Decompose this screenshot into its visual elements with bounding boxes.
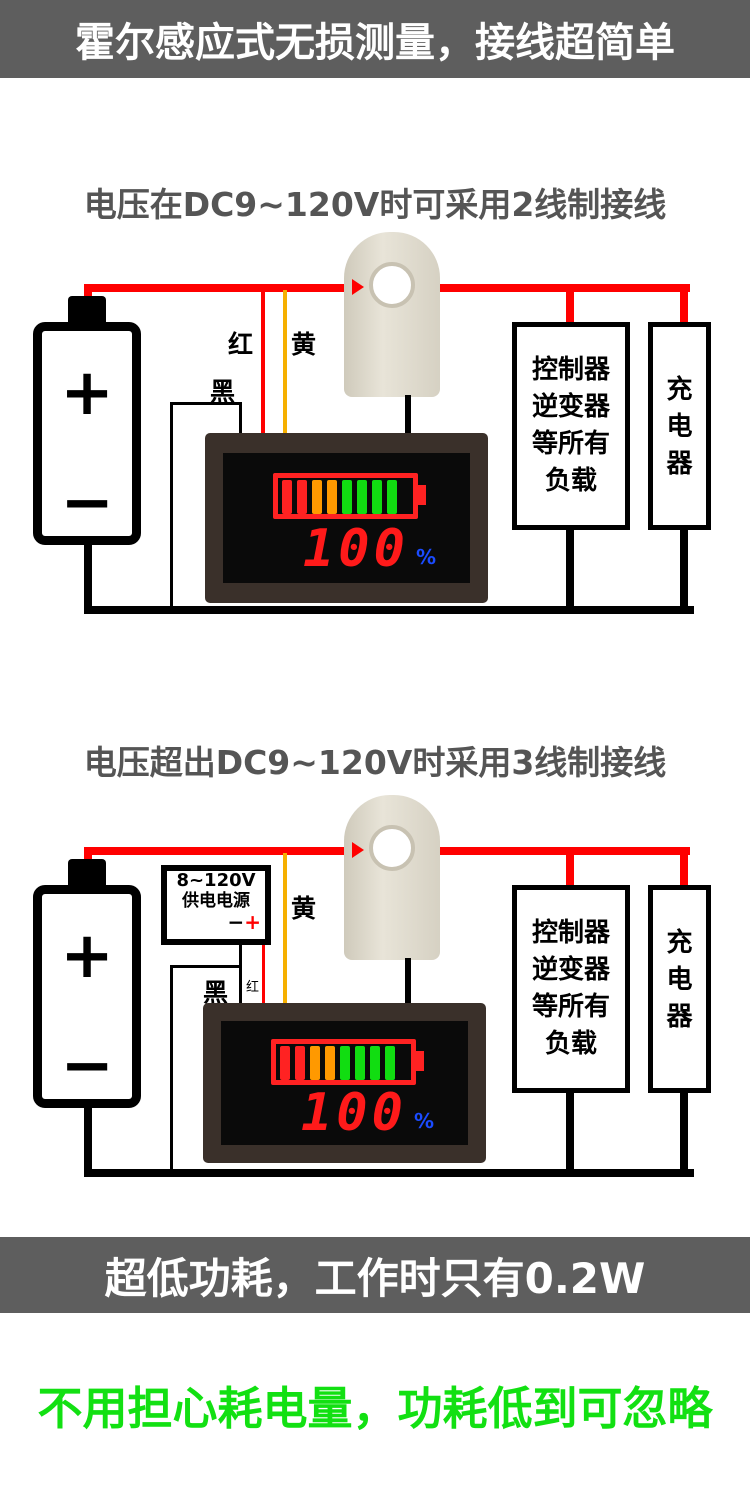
charger-box: 充 电 器: [648, 885, 711, 1093]
charger-positive-lead: [680, 284, 688, 324]
black-wire-label: 黑: [203, 978, 229, 1007]
battery-level-bar: [271, 1039, 416, 1085]
load-line: 逆变器: [531, 392, 610, 422]
battery-negative-lead: [84, 530, 92, 610]
percent-readout: 100: [301, 1083, 407, 1143]
load-line: 等所有: [531, 992, 610, 1022]
load-line: 等所有: [531, 429, 610, 459]
low-power-banner: 超低功耗，工作时只有0.2W: [0, 1237, 750, 1313]
charger-line: 电: [666, 412, 693, 442]
battery-tip: [416, 1051, 424, 1071]
plus-icon: +: [60, 919, 114, 993]
battery-tip: [418, 485, 426, 505]
load-positive-lead: [566, 847, 574, 887]
plus-icon: +: [60, 356, 114, 430]
sensor-hole: [369, 825, 415, 871]
black-wire-branch: [170, 965, 242, 968]
charger-negative-lead: [680, 1083, 688, 1173]
wiring-diagram-2-wire: + − 红 黄 黑 100 % 控制器 逆变器 等所有 负载 充 电 器: [0, 230, 750, 630]
yellow-wire-label: 黄: [291, 894, 317, 923]
diagram-1-title: 电压在DC9~120V时可采用2线制接线: [83, 185, 667, 224]
minus-icon: −: [60, 1029, 114, 1103]
load-line: 负载: [544, 1029, 597, 1059]
battery-meter-display: 100 %: [203, 1003, 486, 1163]
load-box: 控制器 逆变器 等所有 负载: [512, 322, 630, 530]
yellow-wire-label: 黄: [291, 330, 317, 359]
percent-readout: 100: [303, 519, 409, 579]
red-wire: [261, 290, 265, 435]
charger-box: 充 电 器: [648, 322, 711, 530]
header-banner: 霍尔感应式无损测量，接线超简单: [0, 0, 750, 78]
charger-positive-lead: [680, 847, 688, 887]
negative-wire: [84, 606, 694, 614]
battery-terminal: [68, 859, 106, 889]
load-line: 控制器: [531, 355, 610, 385]
hall-sensor: [344, 795, 440, 960]
battery-terminal: [68, 296, 106, 326]
charger-line: 充: [666, 928, 693, 958]
current-direction-arrow-icon: [352, 279, 364, 295]
charger-negative-lead: [680, 520, 688, 610]
hall-sensor: [344, 232, 440, 397]
power-supply-box: 8~120V 供电电源 −+: [161, 865, 271, 945]
yellow-wire: [283, 853, 287, 1005]
current-direction-arrow-icon: [352, 842, 364, 858]
red-wire-label: 红: [228, 330, 254, 359]
minus-icon: −: [60, 466, 114, 540]
display-screen: 100 %: [223, 453, 470, 583]
black-wire-drop: [239, 402, 242, 435]
supply-minus-icon: −: [227, 910, 245, 934]
charger-line: 器: [666, 1002, 693, 1032]
black-wire: [239, 943, 242, 1005]
battery-negative-lead: [84, 1093, 92, 1173]
red-wire-label: 红: [246, 980, 260, 995]
sensor-hole: [369, 262, 415, 308]
supply-plus-icon: +: [244, 910, 261, 934]
percent-unit: %: [414, 1109, 435, 1133]
supply-voltage: 8~120V: [176, 870, 256, 891]
battery-level-bar: [273, 473, 418, 519]
black-wire-label: 黑: [210, 377, 236, 406]
red-wire: [262, 943, 265, 1005]
wiring-diagram-3-wire: + − 8~120V 供电电源 −+ 黄 黑 红 100 % 控制器 逆变器 等…: [0, 793, 750, 1193]
battery-positive-lead: [84, 847, 92, 861]
battery-meter-display: 100 %: [205, 433, 488, 603]
black-wire-ground: [170, 402, 173, 612]
display-screen: 100 %: [221, 1021, 468, 1145]
charger-line: 电: [666, 965, 693, 995]
supply-label: 供电电源: [182, 891, 250, 911]
load-box: 控制器 逆变器 等所有 负载: [512, 885, 630, 1093]
load-positive-lead: [566, 284, 574, 324]
percent-unit: %: [416, 545, 437, 569]
load-line: 逆变器: [531, 955, 610, 985]
load-negative-lead: [566, 1083, 574, 1173]
load-line: 负载: [544, 466, 597, 496]
black-wire-ground: [170, 965, 173, 1175]
charger-line: 器: [666, 449, 693, 479]
battery-positive-lead: [84, 284, 92, 298]
load-negative-lead: [566, 520, 574, 610]
battery-icon: + −: [33, 322, 141, 545]
sensor-cable: [405, 395, 411, 435]
yellow-wire: [283, 290, 287, 435]
negative-wire: [84, 1169, 694, 1177]
diagram-2-title: 电压超出DC9~120V时采用3线制接线: [83, 743, 667, 782]
low-power-note: 不用担心耗电量，功耗低到可忽略: [37, 1382, 713, 1435]
charger-line: 充: [666, 375, 693, 405]
battery-icon: + −: [33, 885, 141, 1108]
load-line: 控制器: [531, 918, 610, 948]
sensor-cable: [405, 958, 411, 1005]
black-wire: [170, 402, 242, 405]
